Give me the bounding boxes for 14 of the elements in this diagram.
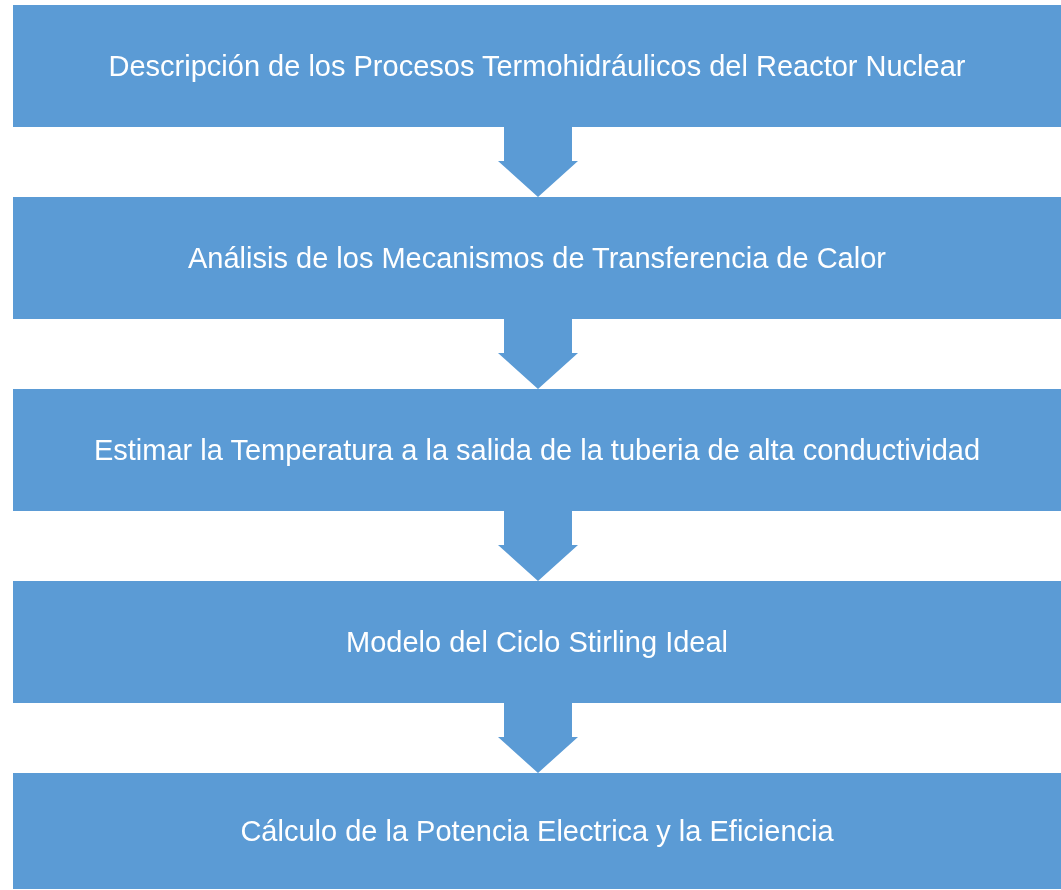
block-arrow	[498, 319, 578, 389]
process-box	[13, 197, 1061, 319]
box-label: Modelo del Ciclo Stirling Ideal	[346, 624, 728, 660]
box-label: Análisis de los Mecanismos de Transferencia de Calor	[188, 240, 886, 276]
block-arrow	[498, 511, 578, 581]
box-label: Estimar la Temperatura a la salida de la tuberia de alta conductividad	[93, 432, 981, 468]
box-label: Descripción de los Procesos Termohidráulicos del Reactor Nuclear	[108, 48, 966, 84]
process-box	[13, 581, 1061, 703]
process-box	[13, 389, 1061, 511]
process-box	[13, 773, 1061, 889]
process-box	[13, 5, 1061, 127]
box-label: Cálculo de la Potencia Electrica y la Eficiencia	[240, 813, 834, 849]
block-arrow	[498, 703, 578, 773]
block-arrow	[498, 127, 578, 197]
